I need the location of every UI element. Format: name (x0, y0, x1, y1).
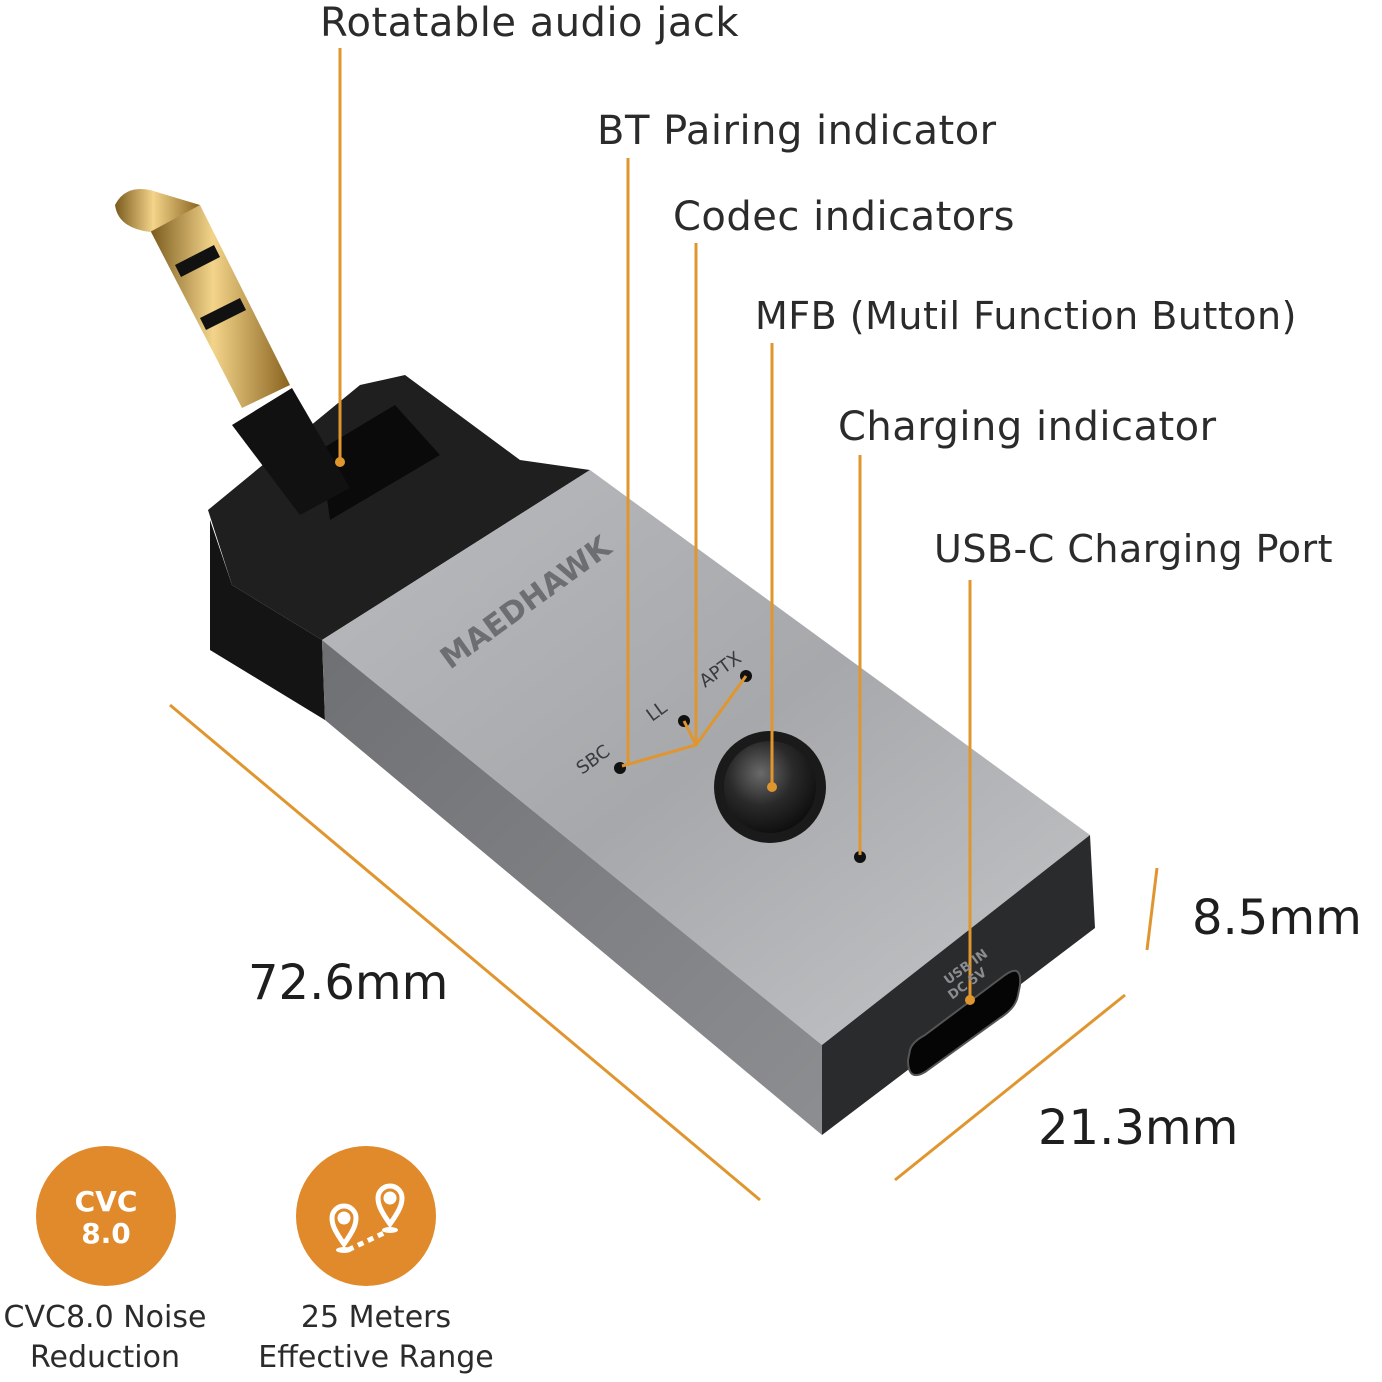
led-charging (854, 851, 866, 863)
jack-plug (115, 189, 350, 515)
callout-usb-c: USB-C Charging Port (934, 527, 1333, 571)
callout-rotatable-jack: Rotatable audio jack (320, 0, 740, 46)
range-badge (296, 1146, 436, 1286)
head-side-face (210, 520, 325, 720)
cvc-badge-line2: 8.0 (81, 1217, 131, 1250)
dimension-width: 21.3mm (1038, 1100, 1239, 1156)
cvc-caption-line2: Reduction (30, 1340, 180, 1375)
cvc-badge: CVC 8.0 (36, 1146, 176, 1286)
callout-charging: Charging indicator (838, 404, 1217, 450)
location-pins-icon (329, 1183, 405, 1253)
body-end-face (822, 835, 1095, 1135)
callout-codec: Codec indicators (673, 194, 1016, 240)
dimension-length: 72.6mm (248, 955, 449, 1011)
led-sbc (614, 762, 626, 774)
range-caption-line1: 25 Meters (300, 1300, 452, 1335)
body-side-face (322, 640, 822, 1135)
range-caption-line2: Effective Range (258, 1340, 494, 1375)
dimension-height: 8.5mm (1192, 890, 1362, 946)
callout-bt-pairing: BT Pairing indicator (597, 108, 997, 154)
body-top-face (322, 470, 1090, 1045)
cvc-badge-line1: CVC (74, 1185, 138, 1218)
cvc-caption-line1: CVC8.0 Noise (3, 1300, 207, 1335)
leader-lines (169, 48, 1159, 1202)
callout-mfb: MFB (Mutil Function Button) (755, 294, 1297, 338)
usb-c-port (906, 969, 1022, 1076)
jack-socket (320, 405, 440, 520)
